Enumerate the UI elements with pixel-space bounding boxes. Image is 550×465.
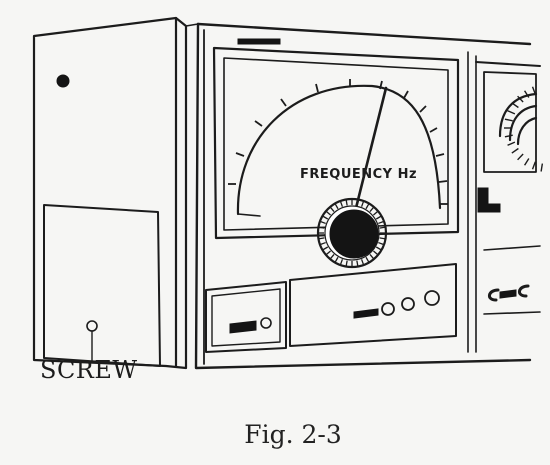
right-handle-1 <box>489 290 498 300</box>
knob-serration-mark <box>323 247 328 250</box>
knob-serration-mark <box>330 207 334 212</box>
right-knob-serration-mark <box>508 111 515 114</box>
top-slot <box>238 39 280 44</box>
lower-left-panel <box>206 282 286 352</box>
knob-serration-mark <box>378 243 384 245</box>
knob-serration-mark <box>320 221 326 223</box>
dial-label: FREQUENCY Hz <box>300 167 417 182</box>
knob-serration-mark <box>330 254 334 259</box>
knob-serration-mark <box>378 221 384 223</box>
side-hole <box>57 75 69 87</box>
right-knob-serration-mark <box>512 149 519 154</box>
right-knob-serration-mark <box>505 119 513 121</box>
knob-serration-mark <box>335 204 338 209</box>
knob-serration-mark <box>370 207 374 212</box>
knob-serration-mark <box>326 211 331 215</box>
right-knob-serration-mark <box>541 164 542 172</box>
meter-ticks <box>228 79 448 204</box>
screw-label: SCREW <box>40 356 138 384</box>
jack-center-3 <box>425 291 439 305</box>
jack-center-2 <box>402 298 414 310</box>
knob-serration-mark <box>376 216 381 219</box>
knob-serration-mark <box>370 254 374 259</box>
knob-serration-mark <box>335 257 338 262</box>
right-slot <box>500 290 516 298</box>
knob-serration-mark <box>366 204 369 209</box>
right-knob-serration-mark <box>518 154 524 160</box>
screw-icon <box>87 321 97 331</box>
figure-caption: Fig. 2-3 <box>0 420 550 449</box>
right-knob-serration-mark <box>525 158 529 165</box>
side-panel <box>34 18 198 368</box>
knob-serration-mark <box>323 216 328 219</box>
right-knob-serration-mark <box>512 103 519 108</box>
right-knob-serration-mark <box>505 135 513 137</box>
jack-center-1 <box>382 303 394 315</box>
knob-serration-mark <box>340 201 342 207</box>
jack-left <box>261 318 271 328</box>
knob-serration-mark <box>362 259 364 265</box>
right-lever <box>478 188 500 212</box>
right-knob-serration-mark <box>508 142 515 145</box>
knob-serration-mark <box>366 257 369 262</box>
meter-scale-arc <box>238 86 440 214</box>
slot-switch-left <box>230 321 256 333</box>
right-handle-2 <box>519 286 528 296</box>
knob-serration-mark <box>373 251 378 255</box>
side-cover-plate <box>44 205 160 366</box>
meter-window <box>214 48 458 238</box>
slot-switch-center <box>354 309 378 318</box>
knob-serration-mark <box>362 201 364 207</box>
knob-serration-mark <box>320 243 326 245</box>
knob-serration-mark <box>326 251 331 255</box>
knob-serration-mark <box>340 259 342 265</box>
knob-serration-mark <box>376 247 381 250</box>
meter-scale-end <box>238 214 260 216</box>
knob-serration-mark <box>373 211 378 215</box>
tuning-knob <box>318 199 386 267</box>
right-knob-serration-mark <box>533 162 536 169</box>
